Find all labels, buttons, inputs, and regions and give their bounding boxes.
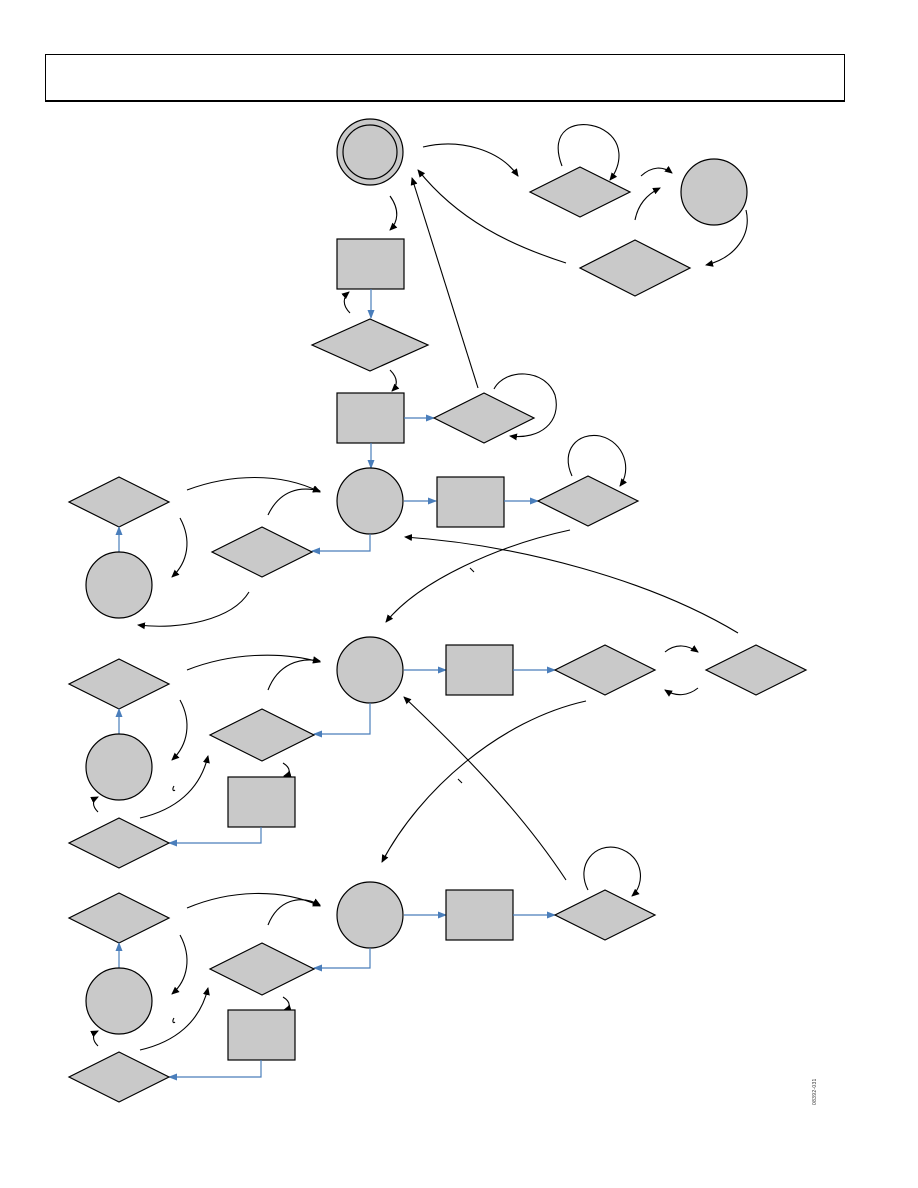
state-row2-center [336,636,404,704]
state-row2-left [85,733,153,801]
figure-id-label: 08392-031 [812,1078,818,1105]
decision-row3-bottom-left [67,1051,171,1103]
state-row1-left [85,551,153,619]
decision-row2-bottom-left [67,817,171,869]
state-top-right [680,158,748,226]
process-box-row2-lower [227,776,296,828]
decision-row3-left-inner [208,942,316,996]
decision-row2-left [67,658,171,710]
decision-top-right-lower [578,239,692,297]
state-row1-center [336,467,404,535]
decision-row3-left [67,892,171,944]
decision-center-1 [310,318,430,372]
decision-row1-left [67,476,171,528]
process-box-row1 [436,476,505,528]
process-box-row2 [445,644,514,696]
decision-row2-left-inner [208,708,316,762]
decision-row2-far-right [704,644,808,696]
start-state [336,118,404,186]
decision-row1-left-inner [210,526,314,578]
state-row3-left [85,967,153,1035]
decision-center-2 [432,392,536,444]
state-row3-center [336,881,404,949]
header-frame [45,54,845,102]
process-box-1 [336,238,405,290]
process-box-row3 [445,889,514,941]
process-box-row3-lower [227,1009,296,1061]
decision-row3-right [553,889,657,941]
decision-top-right [528,166,632,218]
decision-row2-right [553,644,657,696]
decision-row1-right [536,475,640,527]
process-box-2 [336,392,405,444]
